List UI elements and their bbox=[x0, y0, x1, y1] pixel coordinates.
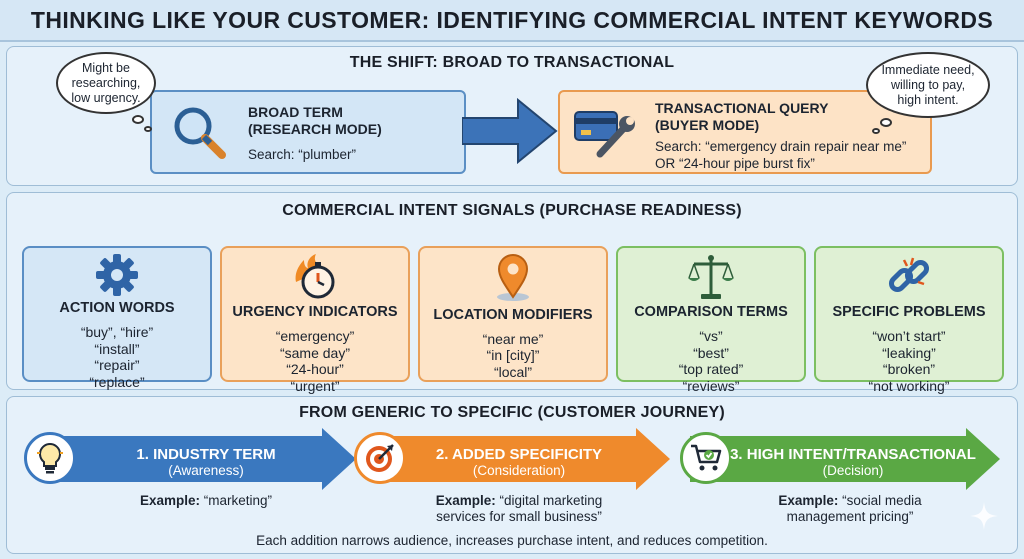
card-item: “repair” bbox=[94, 357, 140, 373]
transactional-title-line2: (BUYER MODE) bbox=[655, 117, 760, 133]
bubble-dot bbox=[132, 115, 144, 124]
card-item: “install” bbox=[94, 340, 140, 357]
broad-bubble-line2: researching, bbox=[71, 75, 141, 90]
stage-1-example: Example: “marketing” bbox=[86, 493, 326, 509]
transactional-title-line1: TRANSACTIONAL QUERY bbox=[655, 100, 829, 116]
broad-title-line2: (RESEARCH MODE) bbox=[248, 121, 382, 137]
card-title: ACTION WORDS bbox=[59, 300, 175, 316]
card-item: “local” bbox=[493, 363, 533, 380]
transactional-title: TRANSACTIONAL QUERY (BUYER MODE) bbox=[655, 100, 828, 134]
lightbulb-icon bbox=[24, 432, 76, 484]
card-item: “not working” bbox=[868, 377, 950, 394]
card-title: URGENCY INDICATORS bbox=[232, 304, 398, 320]
target-icon bbox=[354, 432, 406, 484]
transactional-search: Search: “emergency drain repair near me”… bbox=[655, 138, 931, 172]
example-label: Example: bbox=[778, 493, 839, 508]
stage-title: 2. ADDED SPECIFICITY bbox=[435, 446, 603, 463]
journey-footer-note: Each addition narrows audience, increase… bbox=[256, 533, 768, 548]
stage-2-example: Example: “digital marketing services for… bbox=[394, 493, 644, 525]
stopwatch-fire-icon bbox=[290, 252, 340, 302]
trans-bubble-line3: high intent. bbox=[897, 92, 959, 107]
card-item: “same day” bbox=[279, 344, 351, 361]
stage-3-example: Example: “social media management pricin… bbox=[730, 493, 970, 525]
example-text-line2: services for small business” bbox=[436, 509, 602, 524]
example-text: “marketing” bbox=[203, 493, 273, 508]
signal-card-urgency: URGENCY INDICATORS “emergency” “same day… bbox=[220, 246, 410, 394]
stage-2-label: 2. ADDED SPECIFICITY (Consideration) bbox=[414, 446, 624, 479]
broad-title-line1: BROAD TERM bbox=[248, 104, 343, 120]
title-bar: THINKING LIKE YOUR CUSTOMER: IDENTIFYING… bbox=[0, 0, 1024, 42]
card-title: SPECIFIC PROBLEMS bbox=[832, 304, 986, 320]
card-item: “won’t start” bbox=[872, 328, 946, 344]
signal-card-action-words: ACTION WORDS “buy”, “hire” “install” “re… bbox=[22, 246, 212, 390]
magnifier-icon bbox=[170, 103, 230, 163]
trans-bubble-line2: willing to pay, bbox=[890, 77, 966, 92]
card-items: “vs” “best” “top rated” “reviews” bbox=[679, 328, 744, 394]
shopping-cart-icon bbox=[680, 432, 732, 484]
transactional-thought-bubble: Immediate need, willing to pay, high int… bbox=[866, 52, 990, 118]
example-label: Example: bbox=[139, 493, 200, 508]
stage-subtitle: (Awareness) bbox=[168, 463, 244, 478]
gear-icon bbox=[94, 252, 140, 298]
scales-icon bbox=[686, 252, 736, 302]
bubble-dot bbox=[880, 118, 892, 127]
stage-title: 1. INDUSTRY TERM bbox=[136, 446, 276, 463]
stage-subtitle: (Decision) bbox=[822, 463, 884, 478]
card-item: “top rated” bbox=[678, 361, 744, 377]
map-pin-icon bbox=[491, 252, 535, 305]
card-items: “won’t start” “leaking” “broken” “not wo… bbox=[869, 328, 950, 394]
stage-1-label: 1. INDUSTRY TERM (Awareness) bbox=[86, 446, 326, 479]
card-title: COMPARISON TERMS bbox=[634, 304, 788, 320]
card-items: “emergency” “same day” “24-hour” “urgent… bbox=[276, 328, 355, 394]
card-item: “replace” bbox=[89, 373, 145, 390]
card-item: “broken” bbox=[882, 361, 936, 377]
card-title: LOCATION MODIFIERS bbox=[433, 306, 593, 323]
broad-term-title: BROAD TERM (RESEARCH MODE) bbox=[248, 104, 382, 138]
card-item: “best” bbox=[693, 344, 729, 361]
trans-bubble-line1: Immediate need, bbox=[881, 62, 975, 77]
sparkle-icon bbox=[968, 500, 1000, 532]
transactional-search-line1: Search: “emergency drain repair near me” bbox=[655, 139, 907, 154]
card-items: “near me” “in [city]” “local” bbox=[483, 331, 544, 381]
broad-bubble-line3: low urgency. bbox=[71, 90, 141, 105]
journey-arrow-2 bbox=[372, 428, 672, 490]
signal-card-location: LOCATION MODIFIERS “near me” “in [city]”… bbox=[418, 246, 608, 382]
broad-search: Search: “plumber” bbox=[248, 147, 357, 162]
stage-subtitle: (Consideration) bbox=[472, 463, 566, 478]
journey-arrow-3 bbox=[690, 428, 1002, 490]
shift-arrow bbox=[461, 97, 558, 165]
transactional-search-line2: OR “24-hour pipe burst fix” bbox=[655, 156, 815, 171]
signals-heading: COMMERCIAL INTENT SIGNALS (PURCHASE READ… bbox=[282, 202, 742, 219]
credit-card-wrench-icon bbox=[572, 104, 638, 160]
example-label: Example: bbox=[435, 493, 496, 508]
card-item: “near me” bbox=[482, 330, 544, 347]
stage-3-label: 3. HIGH INTENT/TRANSACTIONAL (Decision) bbox=[728, 446, 978, 479]
card-item: “leaking” bbox=[882, 344, 936, 361]
card-item: “24-hour” bbox=[286, 361, 344, 377]
page-title: THINKING LIKE YOUR CUSTOMER: IDENTIFYING… bbox=[30, 6, 994, 33]
bubble-dot bbox=[144, 126, 152, 132]
broad-thought-bubble: Might be researching, low urgency. bbox=[56, 52, 156, 114]
broken-chain-icon bbox=[884, 252, 934, 302]
stage-title: 3. HIGH INTENT/TRANSACTIONAL bbox=[730, 446, 976, 463]
example-text: “social media bbox=[842, 493, 922, 508]
example-text: “digital marketing bbox=[499, 493, 603, 508]
card-item: “reviews” bbox=[682, 377, 740, 394]
journey-arrow-1 bbox=[40, 428, 358, 490]
journey-heading: FROM GENERIC TO SPECIFIC (CUSTOMER JOURN… bbox=[299, 404, 725, 421]
shift-heading: THE SHIFT: BROAD TO TRANSACTIONAL bbox=[349, 54, 675, 71]
bubble-dot bbox=[872, 128, 880, 134]
signal-card-comparison: COMPARISON TERMS “vs” “best” “top rated”… bbox=[616, 246, 806, 394]
card-item: “urgent” bbox=[290, 377, 340, 394]
signal-card-specific-problems: SPECIFIC PROBLEMS “won’t start” “leaking… bbox=[814, 246, 1004, 394]
card-item: “emergency” bbox=[275, 328, 355, 344]
card-item: “buy”, “hire” bbox=[80, 324, 154, 340]
card-item: “vs” bbox=[699, 328, 723, 344]
card-items: “buy”, “hire” “install” “repair” “replac… bbox=[81, 324, 153, 390]
example-text-line2: management pricing” bbox=[786, 509, 914, 524]
broad-bubble-line1: Might be bbox=[82, 60, 130, 75]
card-item: “in [city]” bbox=[486, 347, 540, 363]
